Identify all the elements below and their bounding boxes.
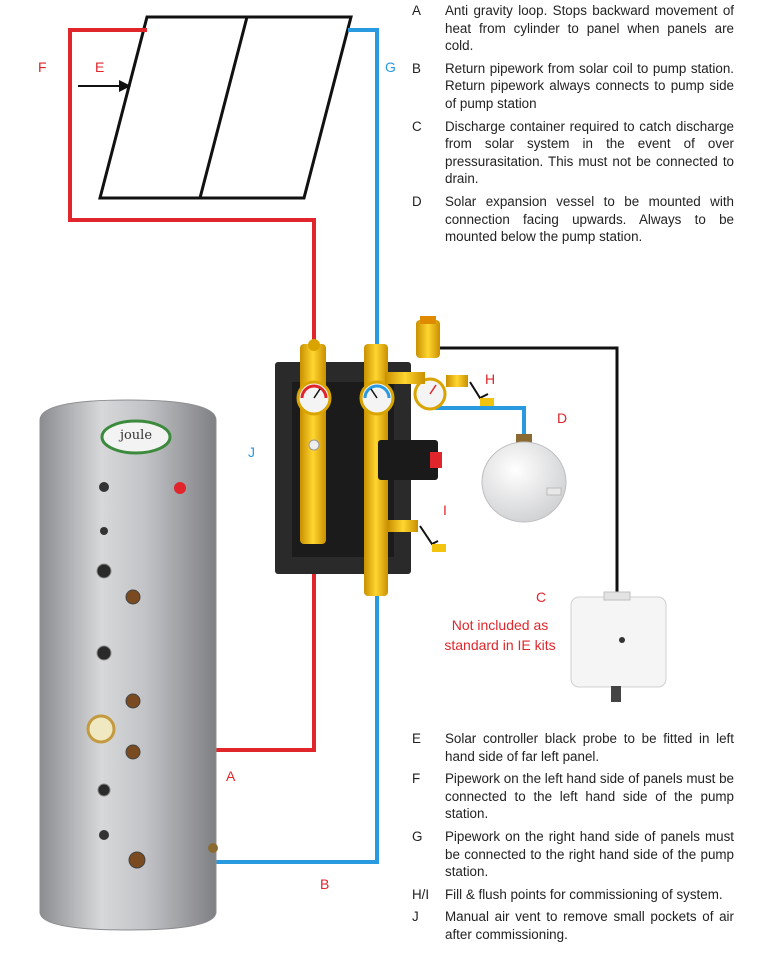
solar-panels (98, 15, 353, 200)
label-g: G (385, 59, 396, 75)
legend-key: A (412, 3, 421, 18)
legend-key: C (412, 118, 422, 134)
legend-text: Manual air vent to remove small pockets … (445, 909, 734, 942)
pump-station (275, 316, 494, 596)
hot-water-cylinder (39, 399, 218, 931)
legend-item: A Anti gravity loop. Stops backward movem… (412, 2, 734, 55)
legend-item: F Pipework on the left hand side of panel… (412, 770, 734, 823)
legend-text: Fill & flush points for commissioning of… (445, 886, 723, 902)
legend-key: D (412, 193, 422, 209)
legend-item: E Solar controller black probe to be fitt… (412, 730, 734, 765)
label-d: D (557, 410, 568, 426)
legend-text: Solar controller black probe to be fitte… (445, 731, 734, 764)
legend-key: E (412, 731, 421, 746)
brand-logo (100, 419, 172, 455)
legend-text: Solar expansion vessel to be mounted wit… (445, 193, 734, 245)
circulating-pump (378, 440, 438, 480)
label-j: J (248, 444, 255, 460)
label-e: E (95, 59, 105, 75)
legend-top: A Anti gravity loop. Stops backward movem… (412, 2, 734, 251)
legend-item: J Manual air vent to remove small pockets… (412, 908, 734, 943)
not-included-note: Not included as standard in IE kits (444, 617, 556, 653)
legend-key: B (412, 60, 421, 76)
solar-panel-right (198, 15, 353, 200)
expansion-vessel (481, 434, 567, 523)
label-b: B (320, 876, 330, 892)
discharge-pipe-black (440, 346, 619, 597)
legend-item: H/I Fill & flush points for commissioning… (412, 886, 734, 904)
return-pipe-blue (137, 28, 526, 864)
safety-valve (416, 320, 440, 358)
legend-key: G (412, 828, 423, 844)
legend-key: F (412, 771, 421, 787)
probe-arrow-e (78, 80, 131, 92)
legend-key: J (412, 909, 419, 925)
air-vent (308, 439, 320, 451)
label-i: I (443, 502, 447, 518)
immersion-thermostat-dial (86, 714, 116, 744)
legend-item: G Pipework on the right hand side of pane… (412, 828, 734, 881)
legend-text: Pipework on the right hand side of panel… (445, 828, 734, 880)
label-f: F (38, 59, 47, 75)
legend-item: B Return pipework from solar coil to pump… (412, 60, 734, 113)
legend-text: Return pipework from solar coil to pump … (445, 60, 734, 111)
legend-text: Discharge container required to catch di… (445, 118, 734, 187)
legend-item: D Solar expansion vessel to be mounted wi… (412, 193, 734, 246)
legend-bottom: E Solar controller black probe to be fitt… (412, 730, 734, 949)
discharge-container (570, 591, 667, 702)
legend-item: C Discharge container required to catch d… (412, 118, 734, 188)
legend-text: Pipework on the left hand side of panels… (445, 771, 734, 822)
legend-key: H/I (412, 886, 430, 902)
fill-point-h (446, 375, 468, 387)
brand-text: joule (119, 428, 153, 443)
fill-point-i (388, 520, 418, 532)
label-h: H (485, 371, 496, 387)
label-c: C (536, 589, 547, 605)
label-a: A (226, 768, 236, 784)
legend-text: Anti gravity loop. Stops backward moveme… (445, 3, 734, 54)
